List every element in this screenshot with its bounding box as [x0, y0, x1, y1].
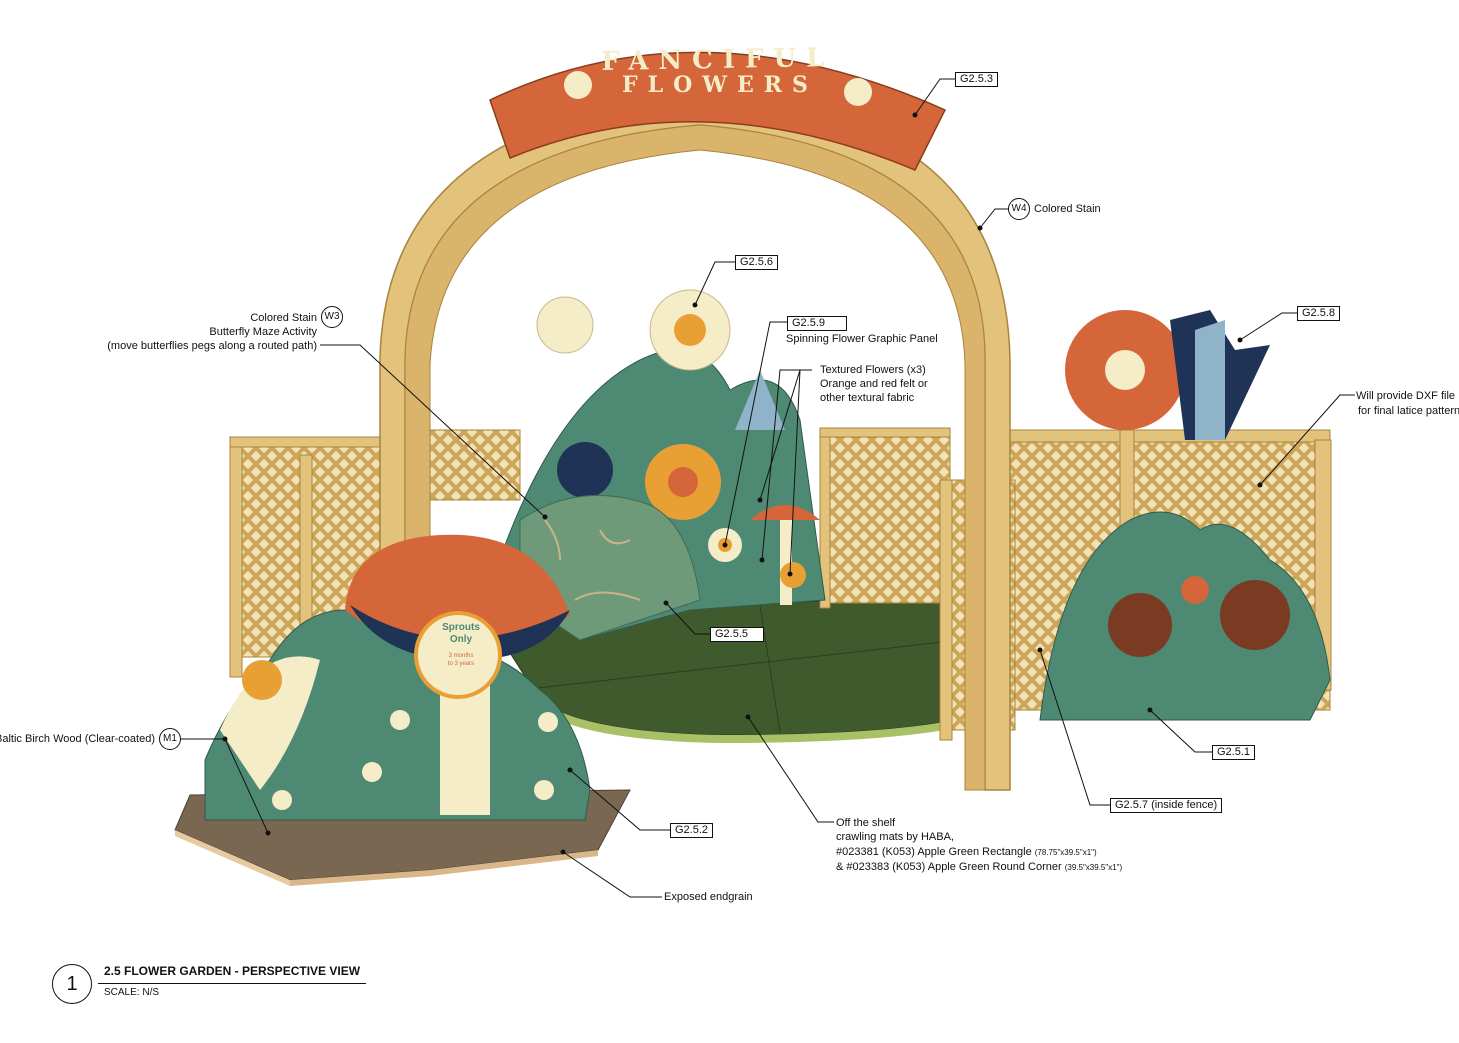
note-mats-line4: & #023383 (K053) Apple Green Round Corne… — [836, 860, 1122, 875]
note-maze-line1: Colored Stain — [250, 312, 317, 324]
note-maze-line2: Butterfly Maze Activity — [209, 326, 317, 338]
tag-g255: G2.5.5 — [710, 627, 764, 642]
note-maze-line3: (move butterflies pegs along a routed pa… — [107, 340, 317, 352]
drawing-scale: SCALE: N/S — [104, 987, 160, 998]
note-baltic-birch: Baltic Birch Wood (Clear-coated) — [0, 733, 155, 745]
note-mats-line4-text: & #023383 (K053) Apple Green Round Corne… — [836, 861, 1062, 873]
note-mats-line3-text: #023381 (K053) Apple Green Rectangle — [836, 846, 1032, 858]
tag-g258: G2.5.8 — [1297, 306, 1341, 321]
tag-g251: G2.5.1 — [1212, 745, 1256, 760]
fanciful-flowers-sign — [489, 51, 947, 171]
note-w4-colored-stain: Colored Stain — [1034, 203, 1101, 215]
note-mats-line3: #023381 (K053) Apple Green Rectangle (78… — [836, 845, 1097, 860]
note-exposed-endgrain: Exposed endgrain — [664, 891, 753, 903]
drawing-title-block: 1 2.5 FLOWER GARDEN - PERSPECTIVE VIEW S… — [52, 962, 372, 1010]
tag-g253: G2.5.3 — [955, 72, 999, 87]
tag-g256: G2.5.6 — [735, 255, 779, 270]
flower-graphic-panel — [504, 289, 826, 641]
sign-text-line2: FLOWERS — [622, 72, 818, 98]
crawling-mat — [504, 599, 961, 743]
material-m1: M1 — [159, 728, 181, 750]
drawing-title: 2.5 FLOWER GARDEN - PERSPECTIVE VIEW — [104, 964, 361, 978]
note-mats-line2: crawling mats by HABA, — [836, 831, 954, 843]
sign-text-line1: FANCIFUL — [601, 43, 835, 77]
sprouts-sign-line3: 3 months — [449, 653, 474, 659]
sprouts-sign-line1: Sprouts — [442, 622, 480, 633]
note-spinning-panel: Spinning Flower Graphic Panel — [786, 333, 938, 345]
sprouts-sign-line2: Only — [450, 634, 473, 645]
material-w4: W4 — [1008, 198, 1030, 220]
lattice-fence-back — [409, 427, 951, 609]
leader-lines — [180, 78, 1355, 898]
note-dxf-line1: Will provide DXF file — [1356, 390, 1456, 402]
mushroom-graphic-panel — [174, 534, 631, 886]
note-textured-line3: other textural fabric — [820, 392, 915, 404]
note-dxf-line2: for final latice pattern — [1358, 405, 1459, 417]
material-w3: W3 — [321, 306, 343, 328]
tag-g259: G2.5.9 — [787, 316, 847, 331]
note-mats-line4-dims: (39.5"x39.5"x1") — [1064, 863, 1123, 872]
drawing-number: 1 — [52, 964, 92, 1004]
textured-flower-cutouts — [1065, 310, 1270, 440]
sprouts-sign-line4: to 3 years — [448, 661, 474, 667]
note-mats-line1: Off the shelf — [836, 817, 896, 829]
tag-g252: G2.5.2 — [670, 823, 714, 838]
note-textured-line1: Textured Flowers (x3) — [820, 364, 926, 376]
note-mats-line3-dims: (78.75"x39.5"x1") — [1034, 848, 1097, 857]
turkey-graphic-panel — [1039, 511, 1331, 721]
tag-g257: G2.5.7 (inside fence) — [1110, 798, 1223, 813]
note-textured-line2: Orange and red felt or — [820, 378, 928, 390]
title-rule — [98, 983, 366, 984]
